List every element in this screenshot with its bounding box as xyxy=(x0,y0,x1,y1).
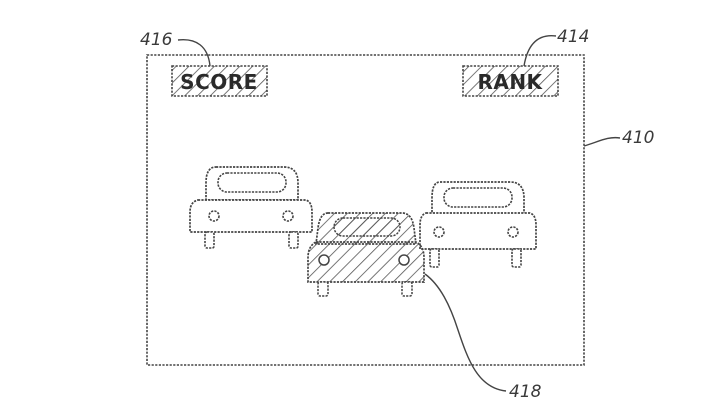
right-car xyxy=(419,181,537,268)
game-screen-border xyxy=(146,54,585,366)
rank-label: RANK xyxy=(477,70,543,94)
score-label: SCORE xyxy=(180,70,258,94)
center-car-highlighted xyxy=(307,212,425,297)
left-car xyxy=(189,166,313,249)
rank-box: RANK xyxy=(462,65,559,97)
ref-416-label: 416 xyxy=(140,30,173,50)
ref-418-label: 418 xyxy=(509,382,542,402)
ref-418-leader xyxy=(424,273,507,392)
ref-410-label: 410 xyxy=(622,128,654,148)
ref-416-leader xyxy=(177,39,211,67)
ref-410-leader xyxy=(583,136,621,147)
ref-414-label: 414 xyxy=(557,27,589,47)
score-box: SCORE xyxy=(171,65,268,97)
ref-414-leader xyxy=(523,35,557,67)
